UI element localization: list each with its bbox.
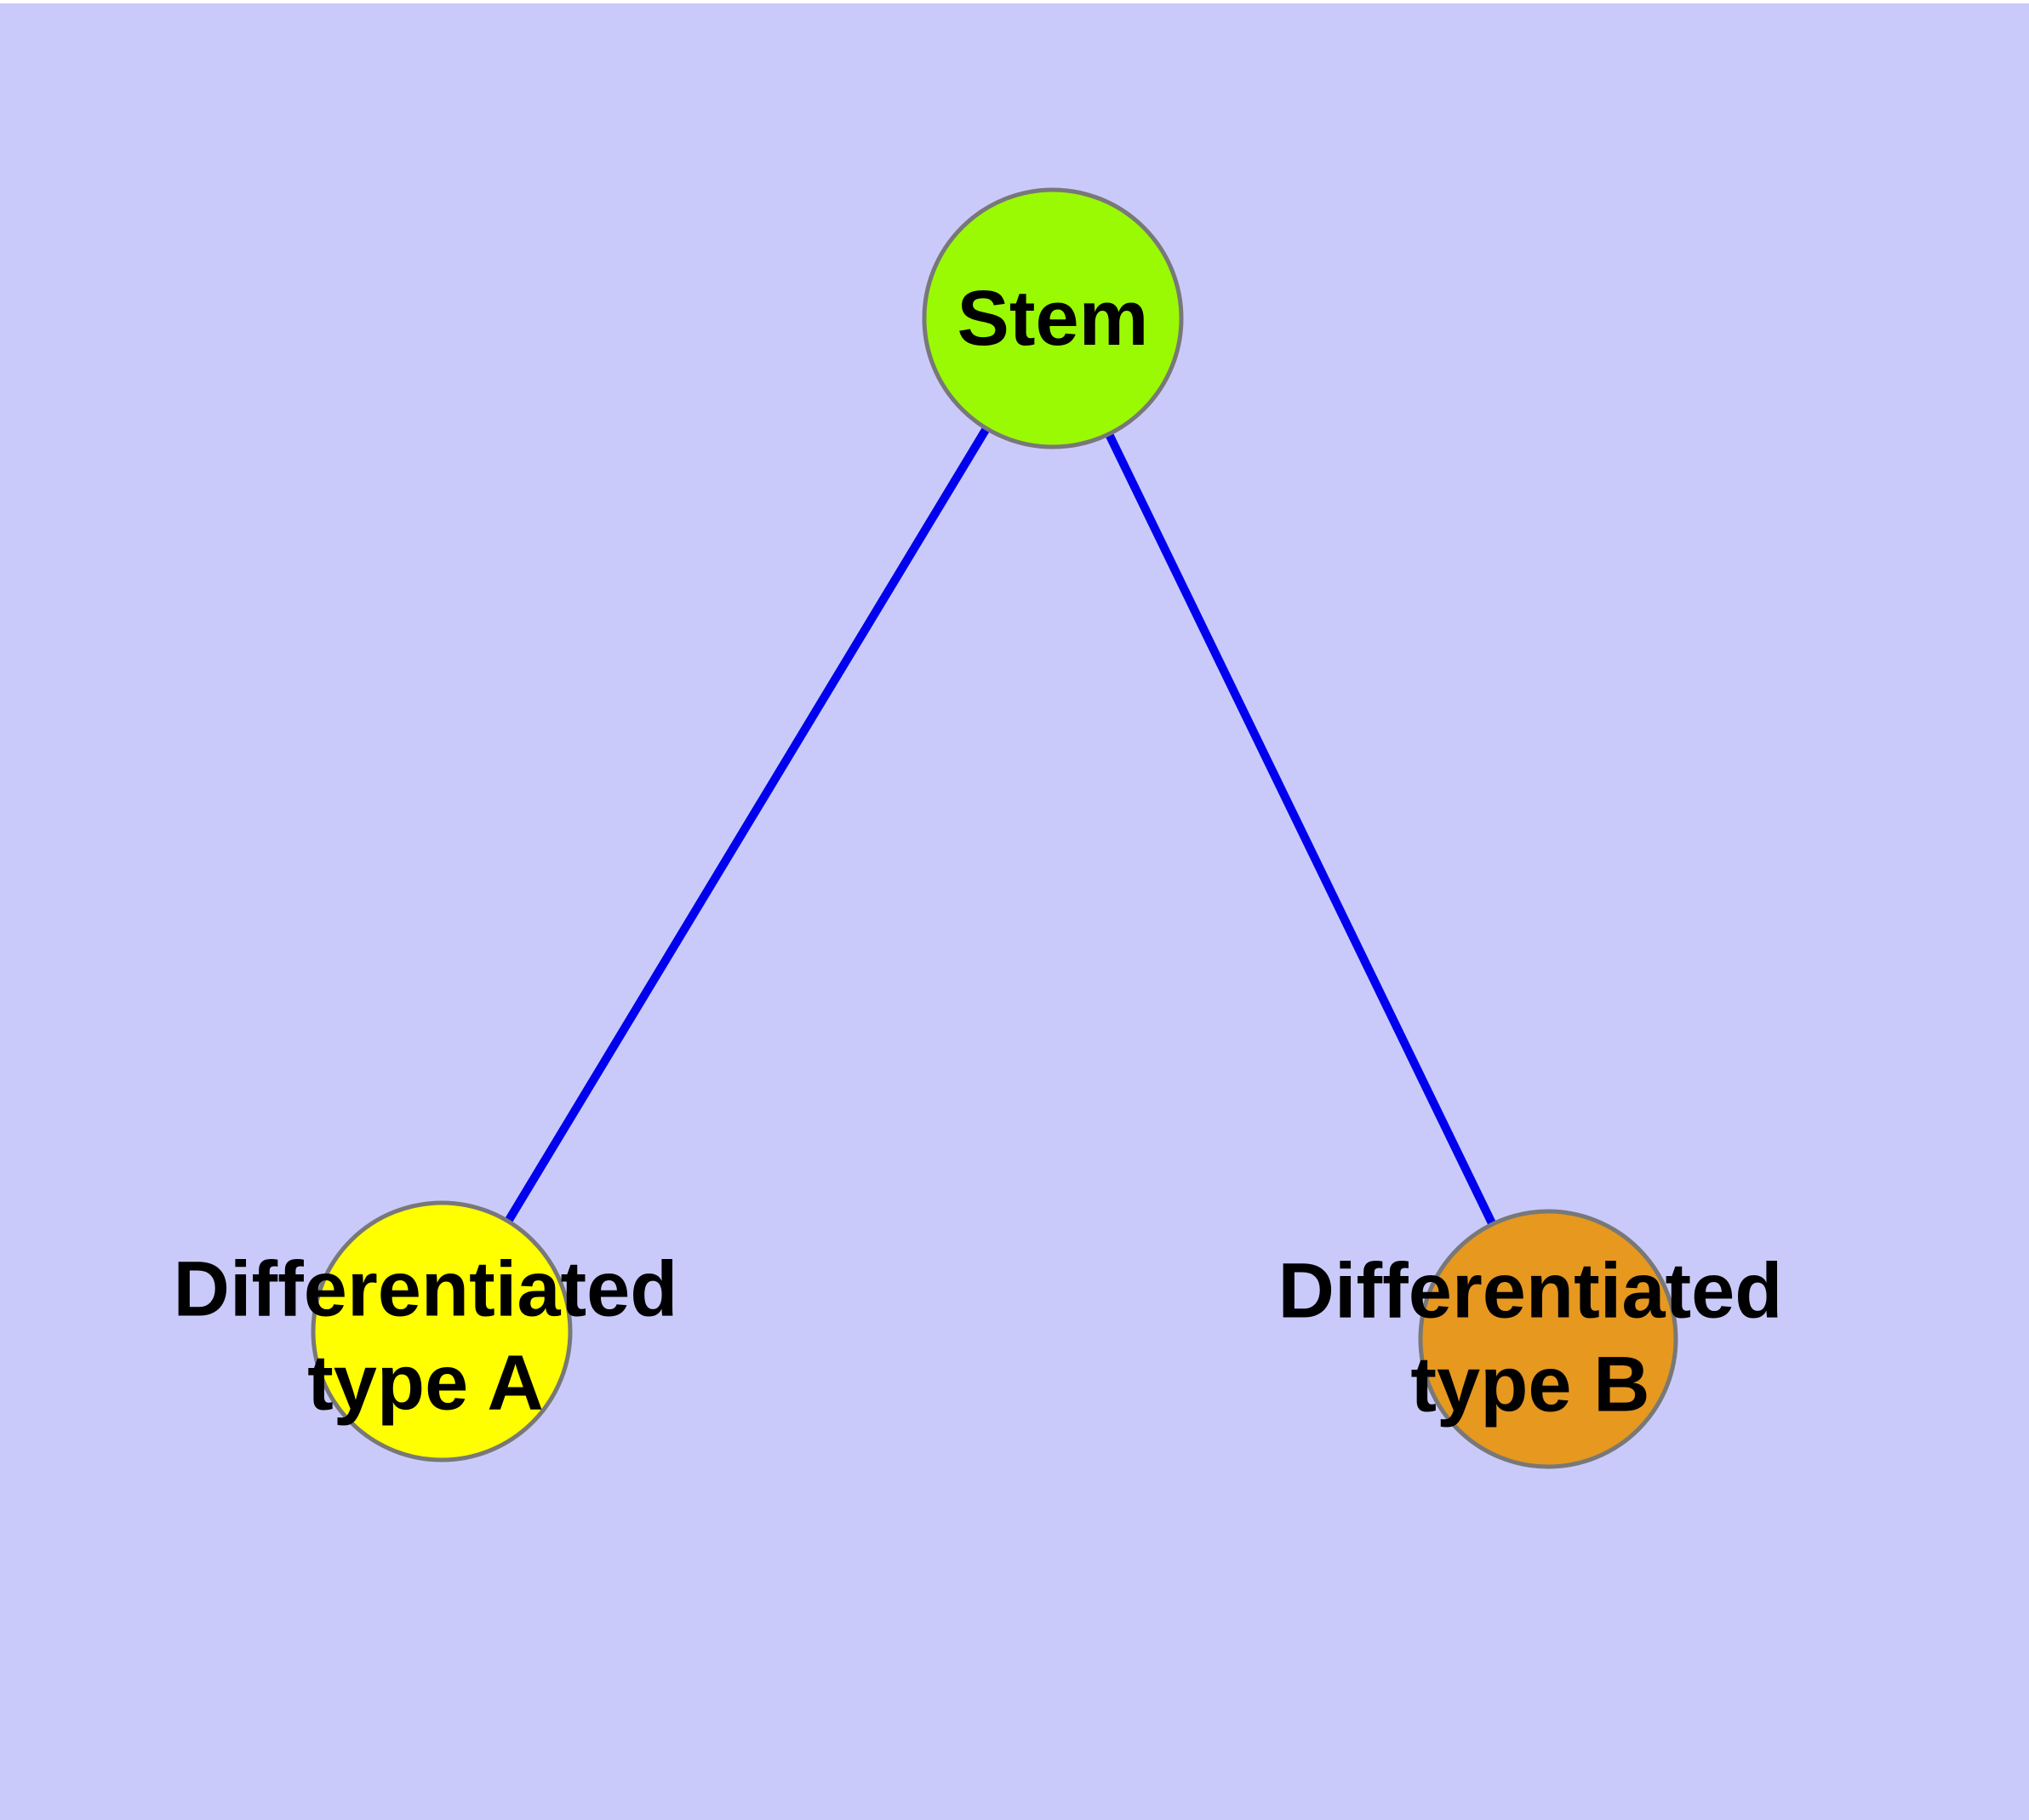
node-differentiated-type-a-circle bbox=[311, 1200, 573, 1462]
edge-stem-to-type-b bbox=[1049, 316, 1552, 1342]
node-differentiated-type-a-label-line2: type A bbox=[307, 1340, 544, 1427]
node-stem-label-line1: Stem bbox=[957, 274, 1149, 362]
node-differentiated-type-b-label: Differentiated type B bbox=[1278, 1245, 1783, 1433]
node-differentiated-type-b-circle bbox=[1418, 1209, 1678, 1469]
node-differentiated-type-a-label: Differentiated type A bbox=[174, 1243, 678, 1431]
top-strip bbox=[0, 0, 2029, 3]
edge-stem-to-type-a bbox=[437, 316, 1057, 1334]
node-stem-label: Stem bbox=[957, 272, 1149, 365]
node-stem-circle bbox=[922, 187, 1184, 449]
node-differentiated-type-b-label-line1: Differentiated bbox=[1277, 1247, 1783, 1335]
node-differentiated-type-a-label-line1: Differentiated bbox=[173, 1245, 678, 1333]
node-differentiated-type-b-label-line2: type B bbox=[1410, 1342, 1650, 1428]
